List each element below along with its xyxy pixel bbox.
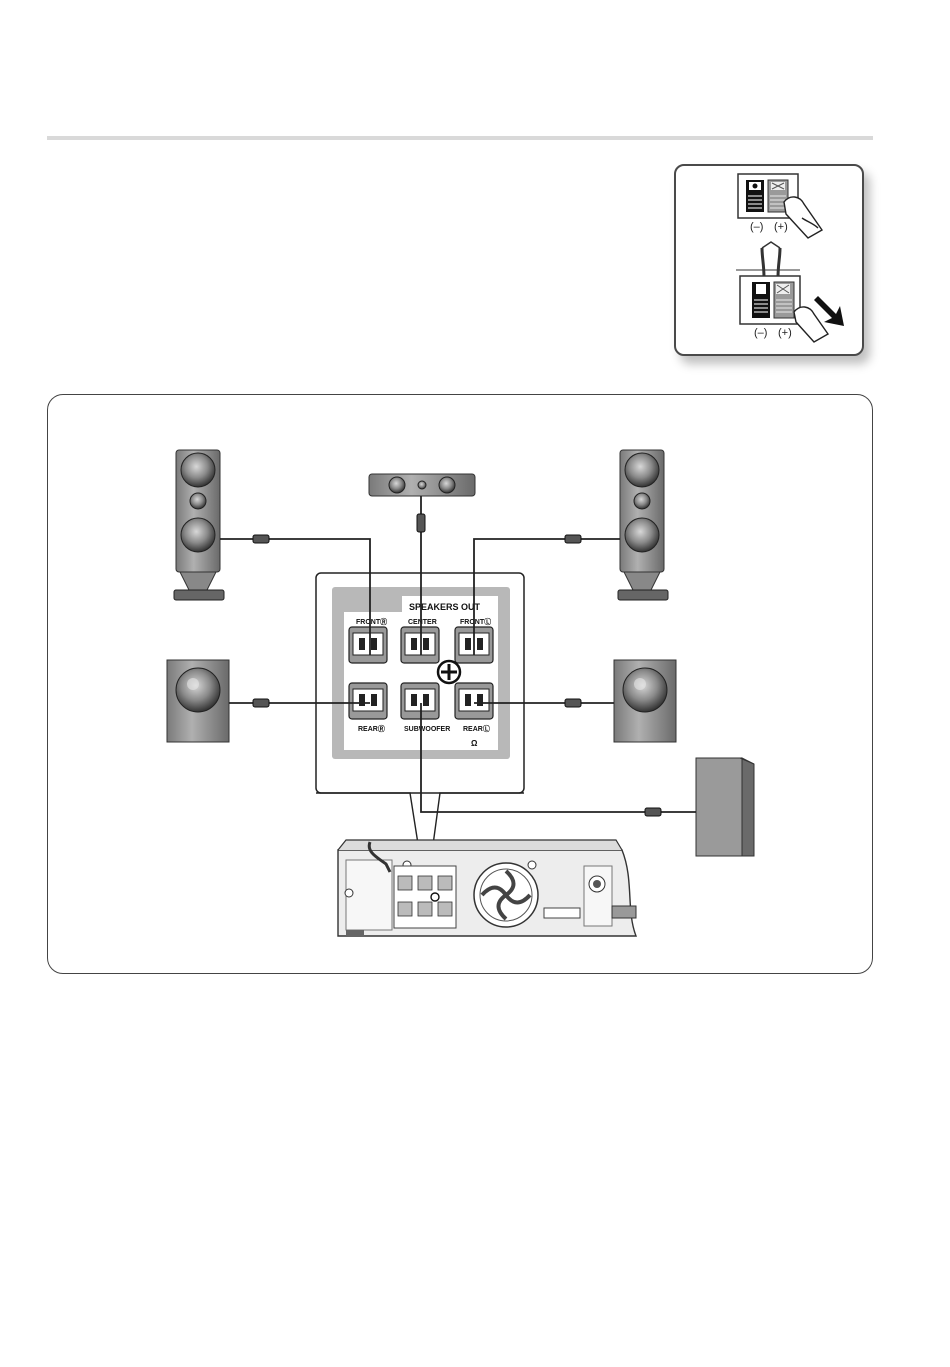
jack-rear-left [455, 683, 493, 719]
fan-icon [474, 863, 538, 927]
speaker-front-right-unit [174, 450, 224, 600]
jack-front-right [349, 627, 387, 663]
subwoofer-unit [696, 758, 754, 856]
speaker-center-unit [369, 474, 475, 496]
speaker-front-left-unit [618, 450, 668, 600]
jack-subwoofer [401, 683, 439, 719]
label-center: CENTER [408, 619, 437, 626]
speakers-out-title: SPEAKERS OUT [409, 602, 481, 612]
label-rear-right: REARⓇ [358, 724, 385, 733]
jack-rear-right [349, 683, 387, 719]
impedance-label: Ω [471, 739, 478, 748]
label-rear-left: REARⓁ [463, 724, 490, 733]
label-front-right: FRONTⓇ [356, 617, 387, 626]
speaker-rear-right-unit [167, 660, 229, 742]
receiver-rear-panel [338, 840, 636, 936]
label-subwoofer: SUBWOOFER [404, 726, 450, 733]
label-front-left: FRONTⓁ [460, 617, 491, 626]
plus-icon [438, 661, 460, 683]
speaker-rear-left-unit [614, 660, 676, 742]
jack-center [401, 627, 439, 663]
